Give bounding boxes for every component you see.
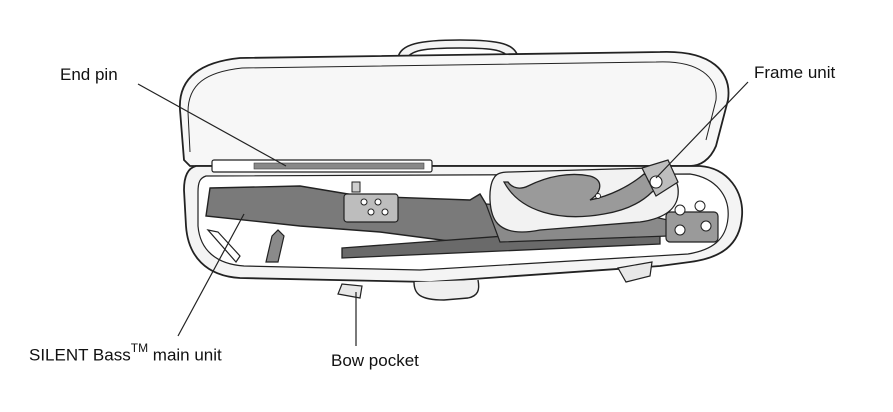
- tuning-peg-4: [700, 220, 712, 232]
- case-lid-inner-edge: [187, 61, 717, 153]
- end-pin-label: End pin: [60, 65, 118, 84]
- frame-unit-star-knob: [649, 175, 663, 189]
- case-foot-left: [337, 283, 363, 299]
- frame-unit-screw: [595, 193, 601, 199]
- main-unit-end-spike: [265, 229, 285, 263]
- tuning-peg-3: [674, 224, 686, 236]
- main-unit-label: SILENT BassTM main unit: [29, 341, 222, 365]
- leader-frame-unit: [655, 81, 749, 179]
- frame-unit: [502, 173, 666, 218]
- case-lid: [179, 51, 730, 167]
- leader-main-unit: [177, 213, 245, 337]
- bow-pocket: [413, 279, 480, 301]
- main-unit-control-plate: [343, 193, 399, 223]
- frame-unit-label: Frame unit: [754, 63, 836, 82]
- control-knob-2: [374, 198, 382, 206]
- control-knob-3: [367, 208, 375, 216]
- tuning-peg-2: [694, 200, 706, 212]
- control-knob-1: [360, 198, 368, 206]
- tuning-peg-1: [674, 204, 686, 216]
- case-foot-right: [617, 261, 653, 283]
- control-knob-4: [381, 208, 389, 216]
- main-unit-label-trademark: TM: [130, 341, 149, 355]
- main-unit-label-suffix: main unit: [148, 345, 222, 365]
- main-unit-label-name: SILENT Bass: [29, 345, 131, 365]
- end-pin-grip: [253, 162, 425, 170]
- bow-pocket-label: Bow pocket: [331, 351, 419, 370]
- leader-end-pin: [137, 83, 287, 167]
- main-unit-tail-knob: [206, 229, 241, 263]
- main-unit-strap-button: [351, 181, 361, 193]
